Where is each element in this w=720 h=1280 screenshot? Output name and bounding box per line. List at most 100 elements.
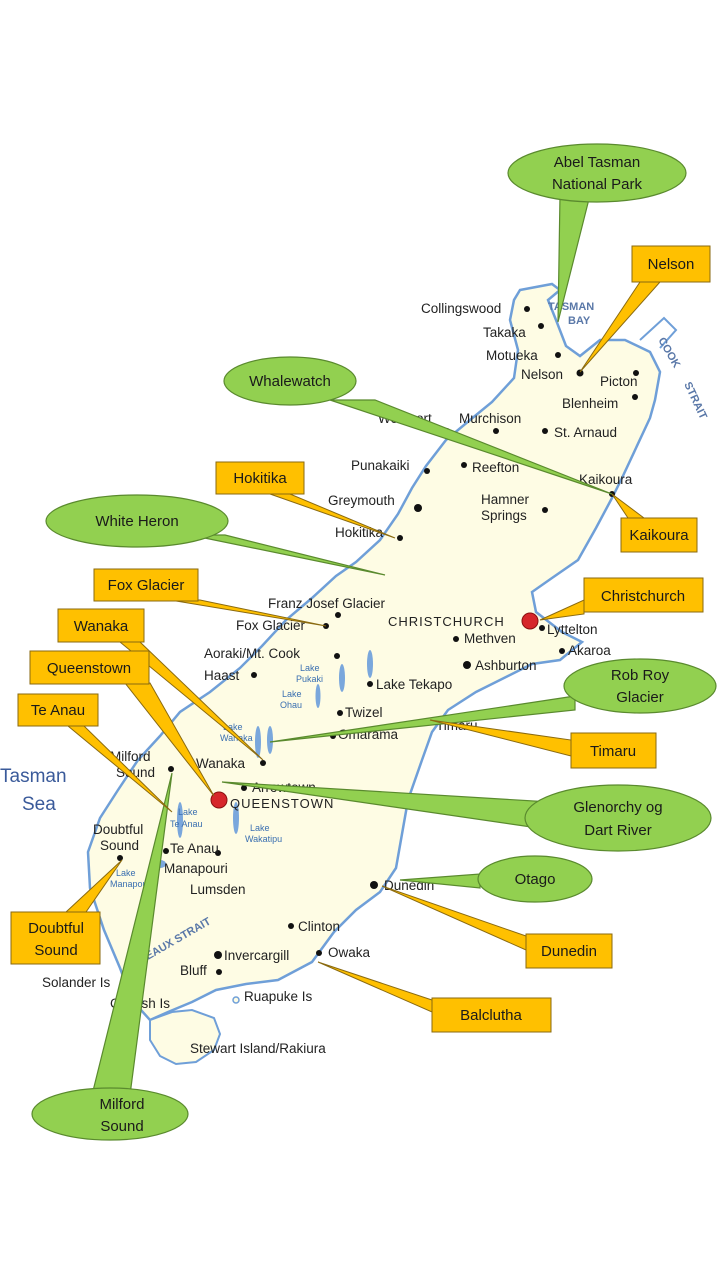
place-reefton: Reefton (472, 460, 519, 475)
callout-fox-glacier (93, 568, 327, 627)
callout-hokitika (215, 461, 396, 539)
lake-te-anau-shape (177, 802, 183, 838)
lake-wakatipu-label-1: Lake (250, 823, 270, 833)
place-doubtful-2: Sound (100, 838, 139, 853)
place-collingswood: Collingswood (421, 301, 501, 316)
place-clinton: Clinton (298, 919, 340, 934)
place-lyttelton: Lyttelton (547, 622, 598, 637)
callout-abel-tasman-text-2: National Park (552, 176, 643, 193)
lake-ohau-shape (315, 684, 321, 708)
callout-kaikoura (611, 493, 698, 553)
callout-kaikoura-text: Kaikoura (629, 527, 689, 544)
callout-te-anau-text: Te Anau (31, 702, 85, 719)
callout-glenorchy-text-1: Glenorchy og (573, 799, 662, 816)
callouts-green (31, 143, 717, 1141)
place-twizel: Twizel (345, 705, 383, 720)
callout-milford (31, 772, 189, 1141)
lake-wakatipu-label-2: Wakatipu (245, 834, 282, 844)
place-milford-1: Milford (110, 749, 151, 764)
marlborough-sounds (639, 316, 678, 349)
callout-nelson (579, 245, 711, 373)
lake-hawea-shape (267, 726, 273, 754)
callout-rob-roy-text-1: Rob Roy (611, 667, 670, 684)
lake-ohau-label-1: Lake (282, 689, 302, 699)
callout-rob-roy (269, 658, 717, 743)
callout-white-heron-text: White Heron (95, 513, 178, 530)
tasman-bay-label-2: BAY (568, 315, 591, 327)
place-lumsden: Lumsden (190, 882, 246, 897)
place-punakaiki: Punakaiki (351, 458, 410, 473)
callout-hokitika-text: Hokitika (233, 470, 287, 487)
place-akaroa: Akaroa (568, 643, 611, 658)
place-takaka: Takaka (483, 325, 526, 340)
callout-rob-roy-text-2: Glacier (616, 689, 664, 706)
callout-dunedin-text: Dunedin (541, 943, 597, 960)
place-greymouth: Greymouth (328, 493, 395, 508)
queenstown-marker (210, 791, 228, 809)
callout-balclutha (317, 961, 552, 1033)
callout-white-heron (45, 494, 386, 576)
place-te-anau: Te Anau (170, 841, 219, 856)
place-bluff: Bluff (180, 963, 207, 978)
callout-abel-tasman (507, 143, 687, 323)
place-ashburton: Ashburton (475, 658, 537, 673)
place-doubtful-1: Doubtful (93, 822, 143, 837)
place-ruapuke: Ruapuke Is (244, 989, 313, 1004)
place-solander: Solander Is (42, 975, 111, 990)
place-invercargill: Invercargill (224, 948, 289, 963)
lake-manapouri-label-1: Lake (116, 868, 136, 878)
town-dots (117, 306, 639, 975)
callout-doubtful-text-1: Doubtful (28, 920, 84, 937)
callout-milford-text-1: Milford (99, 1096, 144, 1113)
callout-queenstown (29, 650, 215, 797)
tasman-bay-label-1: TASMAN (548, 301, 594, 313)
lake-te-anau-label-2: Te Anau (170, 819, 203, 829)
lake-ohau-label-2: Ohau (280, 700, 302, 710)
tasman-sea-label-1: Tasman (0, 766, 67, 787)
place-fox-glacier: Fox Glacier (236, 618, 306, 633)
callout-wanaka (57, 608, 264, 761)
place-lake-tekapo: Lake Tekapo (376, 677, 452, 692)
place-hokitika: Hokitika (335, 525, 384, 540)
callout-milford-text-2: Sound (100, 1118, 143, 1135)
callout-christchurch-text: Christchurch (601, 588, 685, 605)
place-picton: Picton (600, 374, 638, 389)
lake-pukaki-label-2: Pukaki (296, 674, 323, 684)
stewart-island-land (149, 1008, 222, 1066)
place-methven: Methven (464, 631, 516, 646)
lake-wakatipu-shape (233, 802, 239, 834)
callout-balclutha-text: Balclutha (460, 1007, 522, 1024)
callout-whalewatch-text: Whalewatch (249, 373, 331, 390)
lake-te-anau-label-1: Lake (178, 807, 198, 817)
callout-otago-text: Otago (515, 871, 556, 888)
place-franz-josef: Franz Josef Glacier (268, 596, 386, 611)
tasman-sea-label-2: Sea (22, 794, 56, 815)
south-island-land (86, 282, 662, 1022)
callout-dunedin (381, 885, 613, 969)
place-haast: Haast (204, 668, 240, 683)
callout-doubtful (10, 859, 123, 965)
cook-strait-label-2: STRAIT (681, 380, 709, 421)
place-queenstown: QUEENSTOWN (230, 796, 334, 811)
callout-wanaka-text: Wanaka (74, 618, 129, 635)
place-motueka: Motueka (486, 348, 538, 363)
place-aoraki: Aoraki/Mt. Cook (204, 646, 300, 661)
cook-strait-label-1: COOK (655, 336, 682, 371)
place-nelson: Nelson (521, 367, 563, 382)
place-st-arnaud: St. Arnaud (554, 425, 617, 440)
place-christchurch: CHRISTCHURCH (388, 614, 505, 629)
place-blenheim: Blenheim (562, 396, 618, 411)
place-kaikoura: Kaikoura (579, 472, 633, 487)
callout-fox-glacier-text: Fox Glacier (108, 577, 185, 594)
callouts-orange (10, 245, 711, 1033)
place-labels: Collingswood Takaka Motueka Nelson Picto… (42, 301, 638, 1056)
lakes (154, 650, 373, 868)
place-hamner-2: Springs (481, 508, 527, 523)
callout-whalewatch (223, 356, 613, 495)
callout-queenstown-text: Queenstown (47, 660, 131, 677)
place-owaka: Owaka (328, 945, 371, 960)
callout-timaru (429, 719, 657, 769)
callout-te-anau (17, 693, 173, 813)
